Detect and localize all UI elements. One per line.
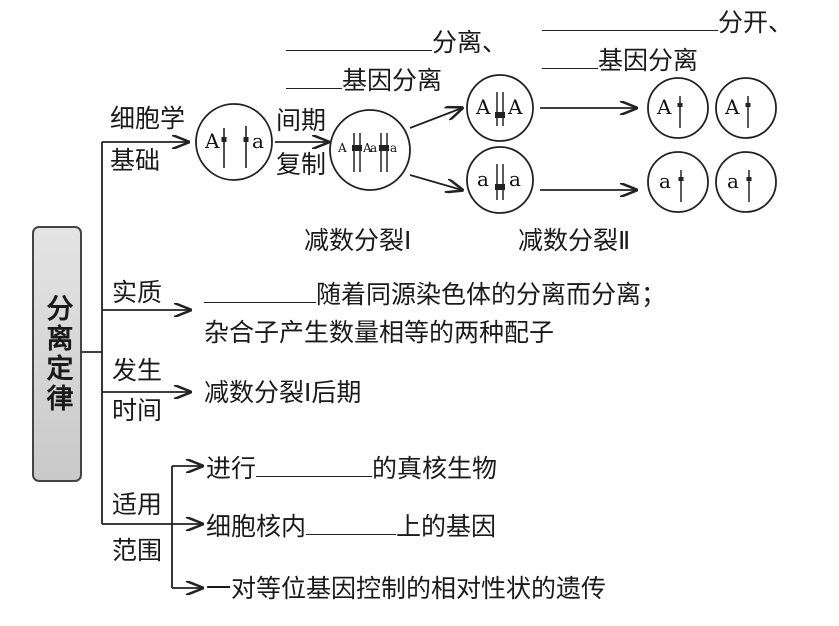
svg-text:a: a — [252, 129, 264, 153]
blank-gene-separation-2: 基因分离 — [542, 44, 698, 76]
parent-cell: A a — [196, 104, 272, 180]
gamete-a-2: a — [716, 152, 776, 212]
blank-homolog-separation: 分离、 — [286, 26, 507, 58]
blank-gene-separation-1: 基因分离 — [286, 64, 442, 96]
blank-chromatid-separation: 分开、 — [542, 6, 793, 38]
meiosis-one-label: 减数分裂Ⅰ — [304, 226, 411, 256]
svg-text:a: a — [477, 167, 489, 191]
svg-text:a: a — [370, 141, 377, 155]
secondary-cell-a: a a — [467, 147, 533, 213]
essence-label: 实质 — [112, 278, 162, 308]
scope-item-1: 进行的真核生物 — [206, 452, 497, 484]
svg-text:a: a — [390, 141, 397, 155]
timing-label-line1: 发生 — [112, 356, 162, 386]
svg-text:a: a — [727, 169, 739, 193]
timing-text: 减数分裂Ⅰ后期 — [204, 378, 361, 408]
scope-label-line2: 范围 — [112, 536, 162, 566]
interphase-label-line2: 复制 — [276, 150, 326, 180]
svg-text:A: A — [656, 95, 672, 119]
svg-text:A: A — [337, 141, 347, 155]
basis-label-line2: 基础 — [110, 146, 160, 176]
basis-label-line1: 细胞学 — [110, 104, 185, 134]
svg-text:A: A — [475, 95, 491, 119]
essence-line1: 随着同源染色体的分离而分离； — [204, 278, 666, 310]
interphase-label-line1: 间期 — [276, 106, 326, 136]
root-node: 分离定律 — [32, 226, 82, 482]
essence-line2: 杂合子产生数量相等的两种配子 — [204, 318, 554, 348]
svg-text:A: A — [507, 95, 523, 119]
gamete-A-2: A — [716, 78, 776, 138]
svg-text:A: A — [724, 95, 740, 119]
svg-text:A: A — [204, 129, 220, 153]
scope-item-3: 一对等位基因控制的相对性状的遗传 — [206, 574, 606, 604]
gamete-A-1: A — [648, 78, 708, 138]
scope-label-line1: 适用 — [112, 490, 162, 520]
replicated-cell: A A a a — [330, 110, 410, 190]
secondary-cell-A: A A — [467, 75, 533, 141]
svg-text:a: a — [509, 167, 521, 191]
meiosis-two-label: 减数分裂Ⅱ — [518, 226, 630, 256]
root-label: 分离定律 — [38, 294, 77, 414]
svg-text:a: a — [659, 169, 671, 193]
scope-item-2: 细胞核内上的基因 — [206, 510, 496, 542]
timing-label-line2: 时间 — [112, 396, 162, 426]
gamete-a-1: a — [648, 152, 708, 212]
